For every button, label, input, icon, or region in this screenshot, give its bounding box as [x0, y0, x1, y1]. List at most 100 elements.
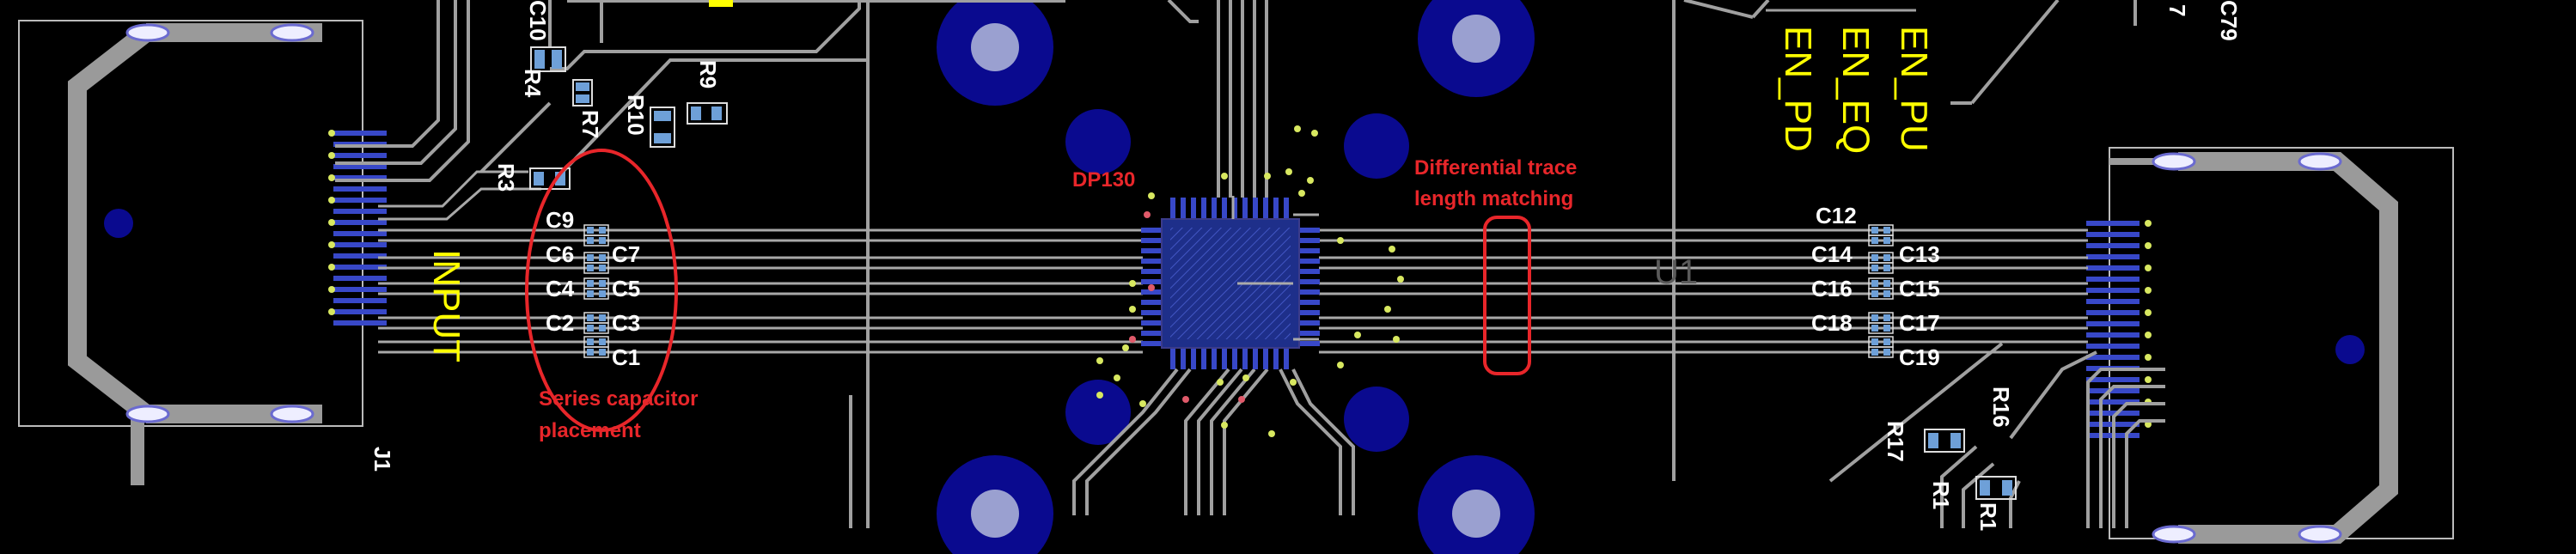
connector-pin	[333, 131, 387, 136]
small-via	[1389, 246, 1395, 253]
cap-pad	[1868, 288, 1894, 300]
ic-pin	[1273, 349, 1279, 369]
ic-pin	[1181, 198, 1186, 218]
connector-pin	[333, 242, 387, 247]
small-via-red	[1144, 211, 1151, 218]
connector-pin	[333, 298, 387, 303]
background-traces	[335, 0, 2165, 528]
small-via	[1221, 173, 1228, 180]
cap-pad-terminal	[587, 237, 594, 244]
connector-pin	[2086, 299, 2140, 304]
annotation-diff-line1: Differential trace	[1414, 156, 1577, 180]
cap-pad-terminal	[1871, 349, 1878, 356]
ic-pin	[1201, 198, 1206, 218]
small-via	[1337, 237, 1344, 244]
ic-pin	[1299, 259, 1320, 264]
ic-pin	[1191, 198, 1196, 218]
cap-pad	[583, 234, 609, 247]
small-via	[1337, 362, 1344, 368]
cap-pad	[1868, 346, 1894, 358]
ic-pin	[1141, 300, 1162, 305]
cap-pad-terminal	[587, 338, 594, 345]
ic-pin	[1263, 349, 1268, 369]
cap-pad-terminal	[587, 290, 594, 297]
cap-pad-terminal	[599, 237, 606, 244]
cap-pad-terminal	[1871, 227, 1878, 234]
cap-pad-terminal	[1871, 254, 1878, 261]
ic-pin	[1299, 300, 1320, 305]
cap-label-c14: C14	[1811, 241, 1853, 267]
pin-via	[2145, 376, 2152, 383]
small-via	[1264, 173, 1271, 180]
cap-pad-terminal	[1883, 290, 1890, 297]
cap-pad-terminal	[1883, 237, 1890, 244]
ic-pin	[1299, 228, 1320, 233]
small-via	[1285, 168, 1292, 175]
cap-label-c6: C6	[546, 241, 574, 267]
ic-pin	[1299, 269, 1320, 274]
pin-via	[328, 219, 335, 226]
small-via-red	[1148, 284, 1155, 291]
ic-pin	[1170, 198, 1175, 218]
small-via	[1129, 306, 1136, 313]
pin-via	[2145, 287, 2152, 294]
highlight-trace	[709, 0, 733, 7]
small-via	[1096, 357, 1103, 364]
cap-pad	[583, 346, 609, 358]
ic-pin	[1242, 349, 1248, 369]
ic-pin	[1141, 289, 1162, 295]
differential-traces	[378, 170, 2088, 354]
ic-pin	[1141, 228, 1162, 233]
silk-r16: R16	[1988, 387, 2014, 428]
silk-c10: C10	[525, 0, 551, 41]
pin-via	[2145, 354, 2152, 361]
small-via-red	[1238, 396, 1245, 403]
cap-pad-terminal	[1883, 314, 1890, 321]
silk-c79: C79	[2216, 0, 2242, 41]
cap-pad-terminal	[1883, 265, 1890, 271]
silk-7: 7	[2164, 4, 2190, 16]
ic-pin	[1170, 349, 1175, 369]
silk-r3: R3	[493, 163, 519, 192]
cap-pad-terminal	[1883, 338, 1890, 345]
connector-pin	[2086, 310, 2140, 315]
ic-pin	[1284, 198, 1289, 218]
cap-label-c2: C2	[546, 310, 574, 336]
ic-pin	[1284, 349, 1289, 369]
connector-pin	[2086, 377, 2140, 382]
connector-pin	[2086, 321, 2140, 326]
small-via	[1139, 400, 1146, 407]
silk-input: INPUT	[425, 249, 467, 362]
cap-pad-terminal	[599, 280, 606, 287]
ic-pin	[1263, 198, 1268, 218]
ic-pin	[1141, 279, 1162, 284]
connector-pin	[333, 309, 387, 314]
small-via	[1217, 379, 1224, 386]
cap-pad-terminal	[599, 254, 606, 261]
cap-label-c4: C4	[546, 276, 575, 301]
ic-pin	[1299, 238, 1320, 243]
connector-pin	[2086, 388, 2140, 393]
pin-via	[2145, 242, 2152, 249]
connector-pin	[333, 287, 387, 292]
pin-via	[328, 130, 335, 137]
cap-pad-terminal	[599, 349, 606, 356]
cap-label-c1: C1	[612, 344, 640, 370]
pin-via	[2145, 332, 2152, 338]
ic-pin	[1299, 341, 1320, 346]
connector-pin	[333, 320, 387, 326]
cap-pad-terminal	[587, 280, 594, 287]
ic-pin	[1201, 349, 1206, 369]
ic-pin	[1299, 331, 1320, 336]
pin-via	[2145, 265, 2152, 271]
cap-pad	[583, 262, 609, 274]
silk-j1: J1	[369, 447, 395, 472]
control-trace	[378, 170, 528, 208]
cap-label-c9: C9	[546, 207, 574, 233]
cap-pad-terminal	[587, 325, 594, 332]
ic-pin	[1253, 349, 1258, 369]
cap-pad-terminal	[587, 227, 594, 234]
annotation-dp130: DP130	[1072, 168, 1135, 192]
ic-pin	[1141, 310, 1162, 315]
